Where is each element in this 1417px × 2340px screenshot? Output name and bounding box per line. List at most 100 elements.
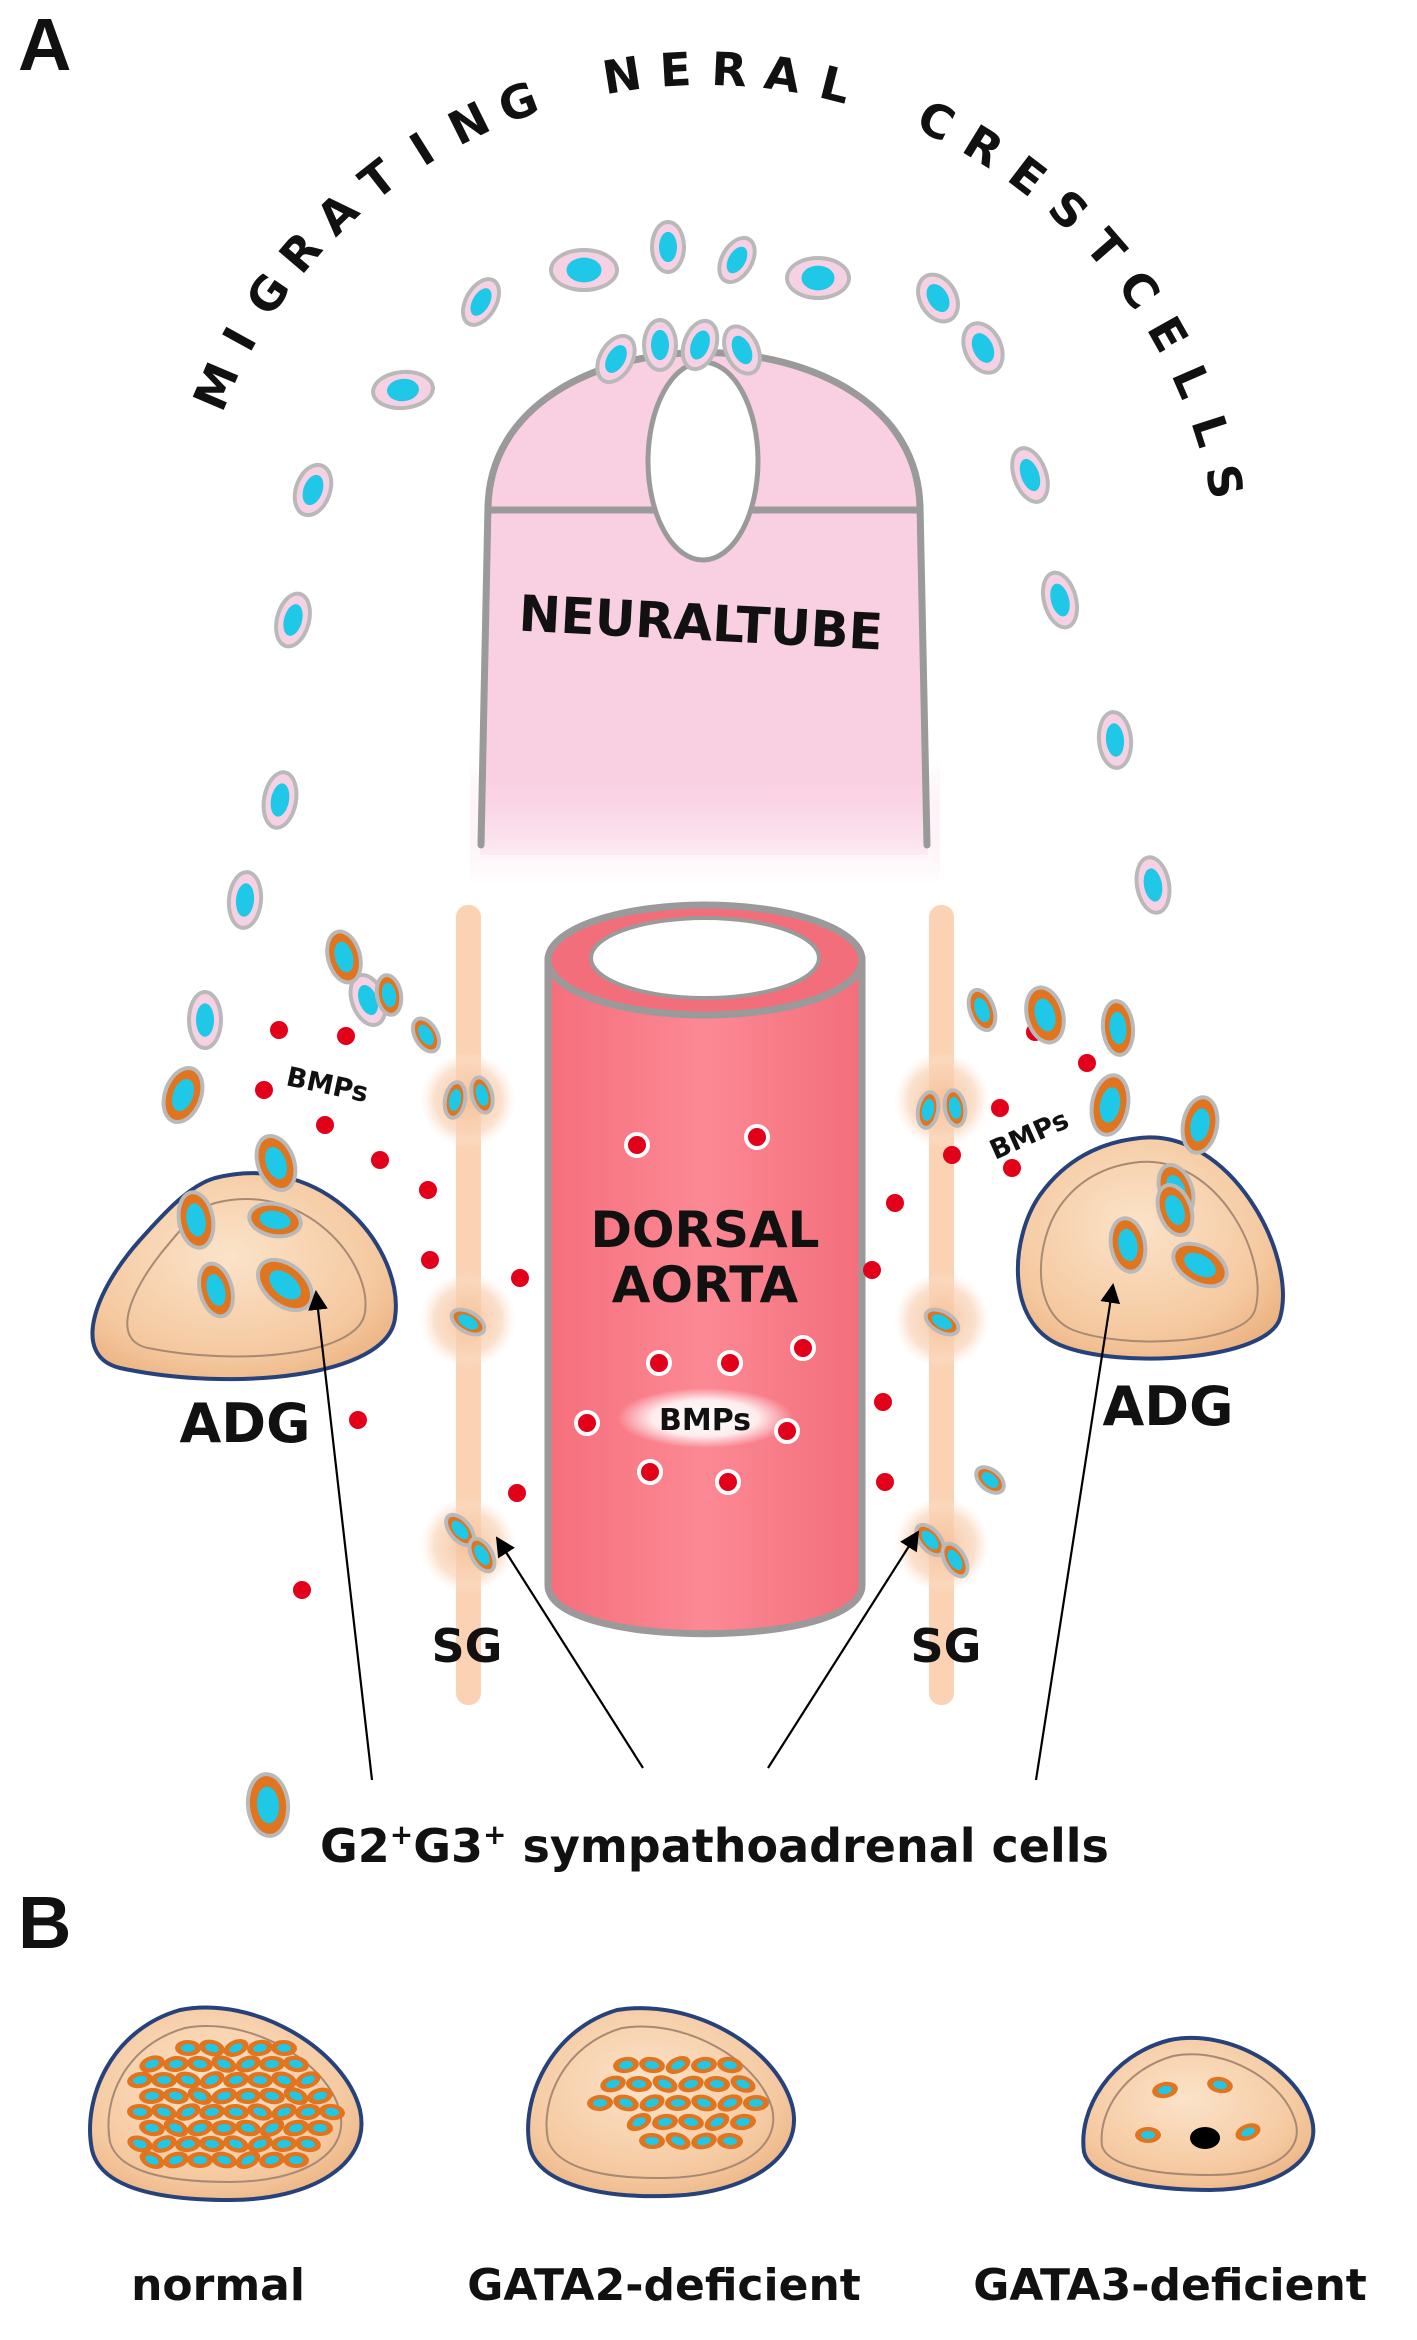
arc-letter: S	[1194, 460, 1254, 504]
sympathoadrenal-cell	[295, 2135, 321, 2153]
sympathoadrenal-cell	[283, 2119, 309, 2137]
arc-letter: E	[999, 145, 1057, 207]
sympathoadrenal-cell	[247, 2039, 273, 2057]
sympathoadrenal-cell	[652, 2075, 678, 2093]
bmp-dot	[774, 1418, 800, 1444]
sympathoadrenal-cell	[127, 2135, 153, 2153]
sympathoadrenal-cell	[259, 2118, 285, 2138]
dead-cell-mark	[1190, 2127, 1220, 2149]
adg-label-right: ADG	[1103, 1375, 1234, 1438]
bmp-dot	[1003, 1159, 1021, 1177]
sympathoadrenal-cell	[923, 1307, 961, 1337]
sympathoadrenal-cell	[730, 2075, 756, 2093]
bmp-dot	[508, 1484, 526, 1502]
aorta-lumen	[589, 916, 821, 1000]
arc-letter: R	[710, 42, 748, 98]
sympathoadrenal-cell	[442, 1080, 468, 1120]
neural-crest-cell	[642, 318, 678, 372]
neural-crest-cell	[187, 990, 223, 1050]
sympathoadrenal-cell	[587, 2094, 613, 2112]
adrenal-gland-left: ADG	[90, 1171, 398, 1455]
sympathoadrenal-cell	[1207, 2076, 1233, 2094]
sympathoadrenal-cell	[271, 2135, 297, 2153]
sympathoadrenal-cell	[163, 2087, 189, 2105]
panel-b-cells	[127, 2039, 1261, 2170]
sympathoadrenal-cell	[469, 1075, 495, 1115]
sympathoadrenal-cell	[247, 2135, 273, 2153]
sympathoadrenal-cell	[271, 2071, 297, 2089]
arc-letter: I	[212, 318, 268, 359]
sympathoadrenal-cell	[665, 2094, 691, 2112]
sympathoadrenal-cell	[187, 2152, 213, 2168]
sympathoadrenal-cell	[139, 2055, 165, 2073]
arc-letter: L	[1180, 409, 1240, 453]
sympathoadrenal-cell	[652, 2113, 678, 2131]
sympathoadrenal-cell	[704, 2075, 730, 2093]
sympathoadrenal-cell	[1155, 1182, 1195, 1238]
sympathoadrenal-cell	[211, 2055, 237, 2073]
neural-crest-cell	[1134, 855, 1172, 915]
sympathoadrenal-cell	[245, 1772, 291, 1838]
adrenal-gland-right: ADG	[1015, 1135, 1285, 1438]
bmp-dot	[943, 1146, 961, 1164]
sympathoadrenal-cell	[691, 2132, 717, 2150]
legend: G2+G3+ sympathoadrenal cells	[320, 1818, 1109, 1873]
neural-tube: NEURALTUBE	[470, 349, 940, 885]
sympathoadrenal-cell	[259, 2087, 285, 2105]
sympathoadrenal-cell	[223, 2071, 249, 2089]
sympathoadrenal-cell	[235, 2119, 261, 2137]
sympathoadrenal-cell	[139, 2119, 165, 2137]
bmp-dot	[646, 1350, 672, 1376]
sympathoadrenal-cell	[247, 2071, 273, 2089]
sympathoadrenal-cell	[127, 2103, 153, 2121]
sympathoadrenal-cell	[449, 1307, 487, 1337]
neural-crest-cell	[595, 333, 637, 385]
arc-letter: T	[1075, 219, 1137, 279]
neural-crest-cell	[680, 318, 720, 372]
neural-crest-cell	[1040, 570, 1080, 630]
bmp-dot	[744, 1124, 770, 1150]
bmp-dot	[874, 1393, 892, 1411]
legend-text: G2+G3+ sympathoadrenal cells	[320, 1818, 1109, 1873]
sympathoadrenal-cell	[199, 2103, 225, 2121]
gland-gata3-deficient	[1081, 2036, 1316, 2193]
sympathoadrenal-cell	[127, 2071, 153, 2089]
sympathoadrenal-cell	[211, 2119, 237, 2137]
sympathoadrenal-cell	[283, 2086, 309, 2106]
sympathoadrenal-cell	[211, 2087, 237, 2105]
arc-letter: R	[269, 221, 333, 283]
sympathoadrenal-cell	[730, 2113, 756, 2131]
neural-crest-cell	[916, 272, 960, 324]
arc-letter: G	[235, 263, 301, 325]
sympathoadrenal-cell	[175, 2135, 201, 2153]
bmp-dot	[624, 1132, 650, 1158]
sympathoadrenal-cell	[325, 929, 363, 985]
neural-crest-cell	[226, 870, 264, 930]
sympathoadrenal-cell	[600, 2075, 626, 2093]
sympathoadrenal-cell	[639, 2094, 665, 2112]
arc-letter: M	[182, 355, 250, 418]
arc-letter: A	[306, 182, 369, 246]
sympathoadrenal-cell	[444, 1512, 476, 1548]
arc-letter: R	[954, 114, 1012, 179]
arrow-to-adg-left	[308, 1290, 374, 1781]
neural-crest-cell	[549, 248, 619, 292]
sympathoadrenal-cell	[187, 2087, 213, 2105]
neural-tube-lumen	[645, 359, 761, 563]
sympathoadrenal-cell	[307, 2119, 333, 2137]
sympathoadrenal-cell	[1152, 2081, 1178, 2099]
condition-label-gata2: GATA2-deficient	[467, 2260, 861, 2311]
sympathoadrenal-cell	[691, 2056, 717, 2074]
arc-letter: L	[1161, 357, 1222, 405]
sympathoadrenal-cell	[259, 2151, 285, 2169]
neural-crest-cell	[274, 591, 312, 649]
aorta-bmps-label: BMPs	[659, 1403, 751, 1438]
sympathoadrenal-cell	[665, 2055, 691, 2075]
sympathoadrenal-cell	[235, 2087, 261, 2105]
sympathoadrenal-cell	[175, 2071, 201, 2089]
arc-letter: S	[1038, 179, 1099, 241]
bmp-dot	[270, 1021, 288, 1039]
ganglion	[894, 1052, 990, 1148]
neural-crest-cell	[1096, 710, 1134, 770]
